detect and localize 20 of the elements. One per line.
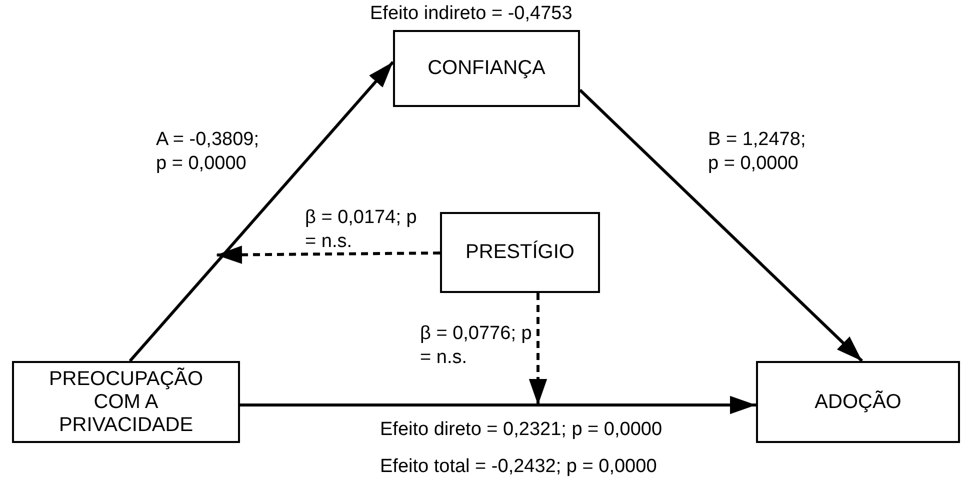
edge-label: A = -0,3809; p = 0,0000 xyxy=(156,128,260,176)
variable-box xyxy=(12,361,240,443)
dashed-arrow xyxy=(216,246,440,264)
variable-name: CONFIANÇA xyxy=(428,57,546,80)
variable-box xyxy=(440,212,600,293)
variable-box xyxy=(756,361,960,443)
effect-note: Efeito indireto = -0,4753 xyxy=(370,2,572,26)
variable-name: PRESTÍGIO xyxy=(466,241,574,264)
variable-box xyxy=(393,30,580,107)
effect-note: Efeito total = -0,2432; p = 0,0000 xyxy=(380,455,657,479)
arrow xyxy=(240,396,756,414)
dashed-arrow xyxy=(528,293,548,405)
edge-label: Efeito direto = 0,2321; p = 0,0000 xyxy=(380,418,662,442)
edge-label: β = 0,0174; p = n.s. xyxy=(305,206,417,254)
variable-name: PREOCUPAÇÃO COM A PRIVACIDADE xyxy=(48,368,204,436)
arrow xyxy=(578,88,864,362)
variable-name: ADOÇÃO xyxy=(814,390,902,414)
arrow xyxy=(128,61,394,362)
edge-label: β = 0,0776; p = n.s. xyxy=(420,322,532,370)
edge-label: B = 1,2478; p = 0,0000 xyxy=(708,128,807,176)
